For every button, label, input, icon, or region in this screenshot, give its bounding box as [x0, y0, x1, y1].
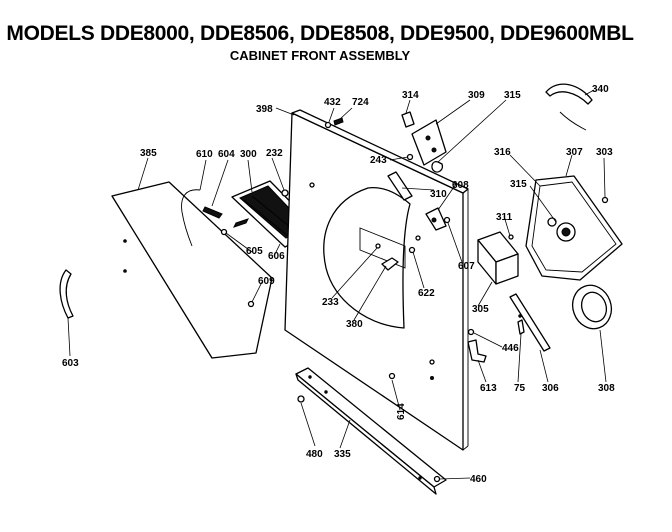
switch-bracket-309: [411, 119, 447, 166]
callout-314: 314: [402, 90, 419, 101]
callout-labels: 398 432 724 314 309 315 340 385 610 604 …: [62, 84, 615, 485]
callout-613: 613: [480, 383, 497, 394]
callout-385: 385: [140, 148, 157, 159]
callout-310: 310: [430, 189, 447, 200]
callout-305: 305: [472, 304, 489, 315]
bracket-380: [381, 257, 399, 271]
door-handle: [59, 269, 74, 319]
callout-307: 307: [566, 147, 583, 158]
screw-233: [375, 243, 381, 249]
callout-603: 603: [62, 358, 79, 369]
switch-314: [401, 111, 415, 128]
strip-306: [509, 293, 551, 352]
screw-432: [324, 121, 332, 129]
clip-75: [517, 319, 525, 335]
callout-604: 604: [218, 149, 235, 160]
screw-622: [408, 246, 416, 254]
callout-340: 340: [592, 84, 609, 95]
callout-446: 446: [502, 343, 519, 354]
callout-303: 303: [596, 147, 613, 158]
callout-315-top: 315: [504, 90, 521, 101]
callout-243: 243: [370, 155, 387, 166]
page-title: MODELS DDE8000, DDE8506, DDE8508, DDE950…: [6, 22, 634, 45]
callout-380: 380: [346, 319, 363, 330]
callout-605: 605: [246, 246, 263, 257]
cabinet-front-panel: [284, 109, 469, 451]
clip-724: [333, 117, 344, 126]
callout-335: 335: [334, 449, 351, 460]
callout-480: 480: [306, 449, 323, 460]
seal-340: [545, 83, 593, 105]
door-panel: [111, 181, 273, 359]
duct-ring: [571, 284, 613, 330]
callout-232: 232: [266, 148, 283, 159]
callout-398: 398: [256, 104, 273, 115]
callout-460: 460: [470, 474, 487, 485]
callout-316: 316: [494, 147, 511, 158]
callout-609: 609: [258, 276, 275, 287]
block-305: [477, 231, 519, 285]
connector-315: [431, 161, 444, 173]
cable-wire: [181, 189, 201, 247]
callout-308: 308: [598, 383, 615, 394]
duct-assembly: [525, 175, 623, 281]
screw-232: [281, 189, 289, 197]
strip-310: [387, 171, 413, 201]
screw-460: [433, 475, 441, 483]
screw-607: [443, 216, 451, 224]
clip-605: [233, 218, 249, 228]
callout-608: 608: [452, 180, 469, 191]
callout-315-right: 315: [510, 179, 527, 190]
page-subtitle: CABINET FRONT ASSEMBLY: [229, 48, 411, 63]
callout-75: 75: [514, 383, 526, 394]
callout-311: 311: [496, 212, 513, 223]
callout-607: 607: [458, 261, 475, 272]
screw-446: [467, 328, 475, 336]
callout-432: 432: [324, 97, 341, 108]
screw-243: [406, 153, 414, 161]
callout-614: 614: [396, 403, 407, 420]
callout-610: 610: [196, 149, 213, 160]
callout-309: 309: [468, 90, 485, 101]
screw-614: [388, 372, 396, 380]
callout-300: 300: [240, 149, 257, 160]
callout-233: 233: [322, 297, 339, 308]
screw-480: [297, 395, 305, 403]
callout-724: 724: [352, 97, 369, 108]
callout-306: 306: [542, 383, 559, 394]
toe-kick-panel: [295, 367, 447, 495]
callout-622: 622: [418, 288, 435, 299]
screw-303: [601, 196, 609, 204]
bracket-613: [467, 339, 487, 363]
callout-606: 606: [268, 251, 285, 262]
screw-605: [220, 228, 228, 236]
leader-lines: [67, 89, 607, 480]
door-latch: [202, 206, 223, 219]
screw-609: [247, 300, 255, 308]
